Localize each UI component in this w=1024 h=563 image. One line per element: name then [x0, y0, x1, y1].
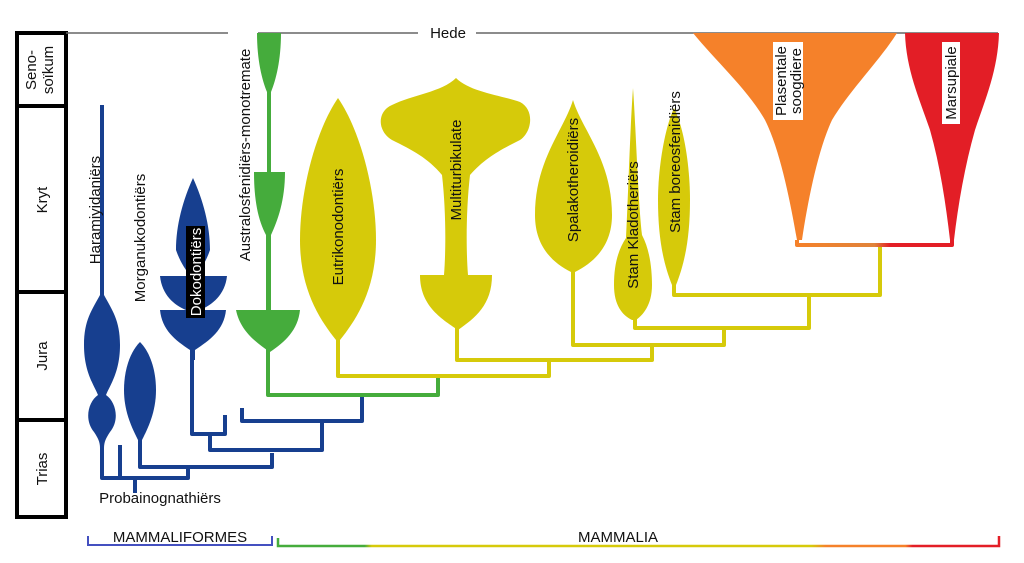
morganucodont-shape: [124, 342, 156, 440]
timescale-frame: [15, 31, 68, 519]
mammaliaformes-bracket: [87, 536, 273, 546]
label-probainognathians: Probainognathiërs: [99, 490, 221, 507]
marsupial-shape: [905, 33, 999, 240]
period-cenozoic-line1: Seno-: [23, 50, 40, 90]
branch: [336, 338, 551, 378]
label-multituberculates: Multiturbikulate: [448, 120, 465, 221]
tree-branches: [100, 240, 954, 493]
label-morganucodonts: Morganukodontiërs: [132, 174, 149, 302]
branch: [138, 440, 274, 469]
label-boreosphenids: Stam boreosfenidiërs: [667, 91, 684, 233]
branch: [190, 350, 227, 436]
period-jurassic: Jura: [34, 341, 51, 371]
geologic-timescale: Seno- soïkum Kryt Jura Trias: [15, 31, 68, 519]
docodont-label-bg: [186, 226, 205, 318]
placental-shape: [693, 33, 897, 240]
multituberculate-shape: [380, 78, 531, 330]
eutriconodont-shape: [300, 98, 376, 340]
label-haramiyidans: Haramiyidaniërs: [87, 156, 104, 264]
australosphenid-shape: [236, 33, 300, 352]
branch: [208, 420, 324, 452]
branch: [455, 328, 654, 362]
label-docodonts: Dokodontiërs: [188, 228, 205, 316]
branch: [266, 345, 440, 397]
label-australosphenids: Australosfenidiërs-monotremate: [237, 49, 254, 262]
branch: [240, 397, 364, 423]
period-triassic: Trias: [34, 453, 51, 486]
branch: [633, 297, 811, 330]
branch: [672, 245, 882, 297]
label-placentals-line2: soogdiere: [788, 48, 805, 114]
label-spalacotheroids: Spalakotheroidiërs: [565, 118, 582, 242]
period-cretaceous: Kryt: [34, 186, 51, 214]
boreosphenid-shape: [658, 108, 690, 285]
cladothere-shape: [614, 88, 652, 320]
present-label: Hede: [430, 25, 466, 42]
spalacotheroid-shape: [535, 100, 612, 278]
marsupial-label-bg: [942, 42, 960, 124]
label-placentals-line1: Plasentale: [773, 46, 790, 116]
branch: [571, 275, 726, 347]
label-cladotheres: Stam Kladotheriërs: [625, 161, 642, 289]
placental-label-bg: [773, 42, 803, 120]
branch: [795, 240, 954, 247]
label-marsupials: Marsupiale: [943, 46, 960, 119]
label-eutriconodonts: Eutrikonodontiërs: [330, 169, 347, 286]
label-mammaliaformes: MAMMALIFORMES: [113, 529, 247, 546]
haramiyidan-shape: [84, 105, 120, 448]
label-mammalia: MAMMALIA: [578, 529, 658, 546]
period-cenozoic-line2: soïkum: [40, 46, 57, 94]
branch: [100, 440, 190, 480]
mammalia-bracket: [276, 536, 1001, 548]
